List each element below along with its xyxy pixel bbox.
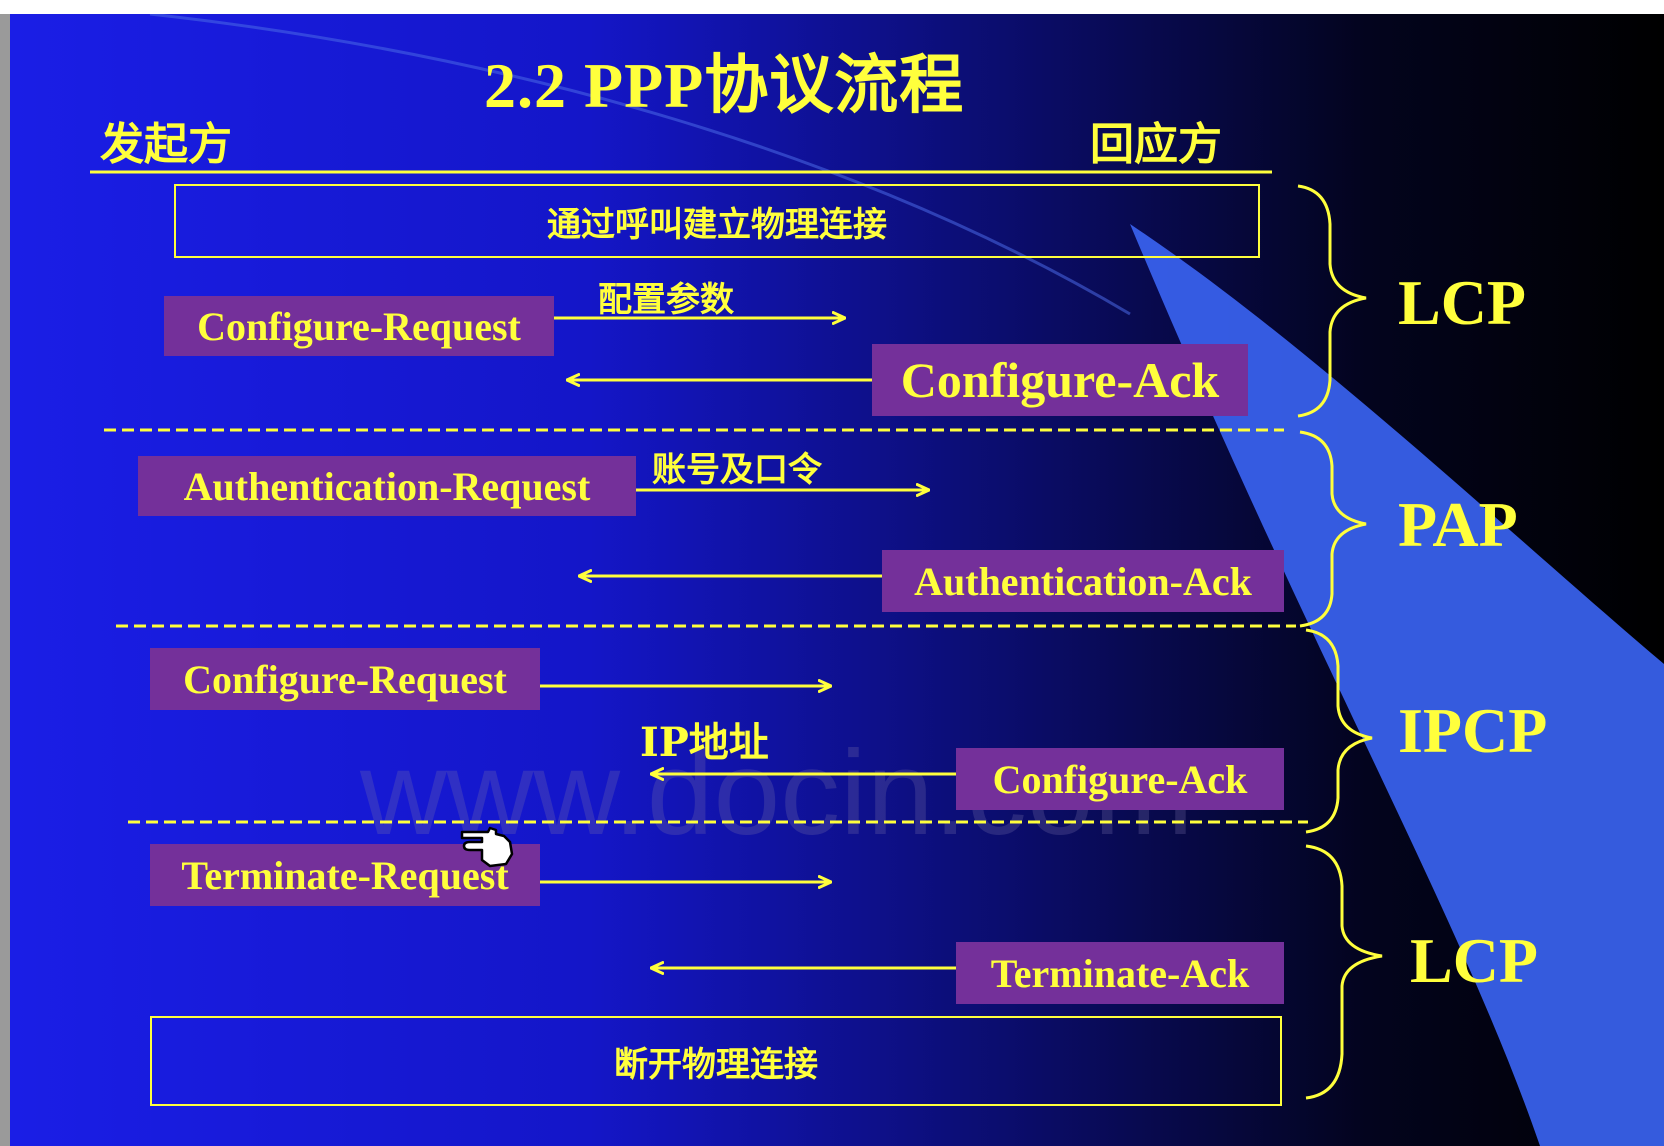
lcp-configure-request: Configure-Request xyxy=(164,296,554,356)
initiator-label: 发起方 xyxy=(100,119,232,170)
pap-authentication-request: Authentication-Request xyxy=(138,456,636,516)
responder-label: 回应方 xyxy=(1090,119,1222,170)
hand-pointer-icon xyxy=(460,826,514,868)
phase-label-lcp-close: LCP xyxy=(1410,925,1538,996)
ipcp-configure-request: Configure-Request xyxy=(150,648,540,710)
pap-authentication-ack: Authentication-Ack xyxy=(882,550,1284,612)
background-swoosh xyxy=(149,14,1664,1146)
pap-param-label: 账号及口令 xyxy=(652,450,822,490)
phase-label-lcp-open: LCP xyxy=(1398,267,1526,338)
physical-setup-box: 通过呼叫建立物理连接 xyxy=(174,184,1260,258)
lcp-terminate-request: Terminate-Request xyxy=(150,844,540,906)
ppp-flow-slide: www.docin.com 2.2 PPP协议流程 发起方 回应方 通过呼叫建立… xyxy=(10,14,1664,1146)
page-title: 2.2 PPP协议流程 xyxy=(484,50,965,121)
window-edge-strip xyxy=(0,14,10,1146)
ipcp-param-label: IP地址 xyxy=(640,719,769,766)
lcp-configure-ack: Configure-Ack xyxy=(872,344,1248,416)
physical-teardown-box: 断开物理连接 xyxy=(150,1016,1282,1106)
lcp-param-label: 配置参数 xyxy=(598,280,734,320)
ipcp-configure-ack: Configure-Ack xyxy=(956,748,1284,810)
phase-label-pap: PAP xyxy=(1398,489,1518,560)
lcp-terminate-ack: Terminate-Ack xyxy=(956,942,1284,1004)
phase-label-ipcp: IPCP xyxy=(1398,695,1548,766)
